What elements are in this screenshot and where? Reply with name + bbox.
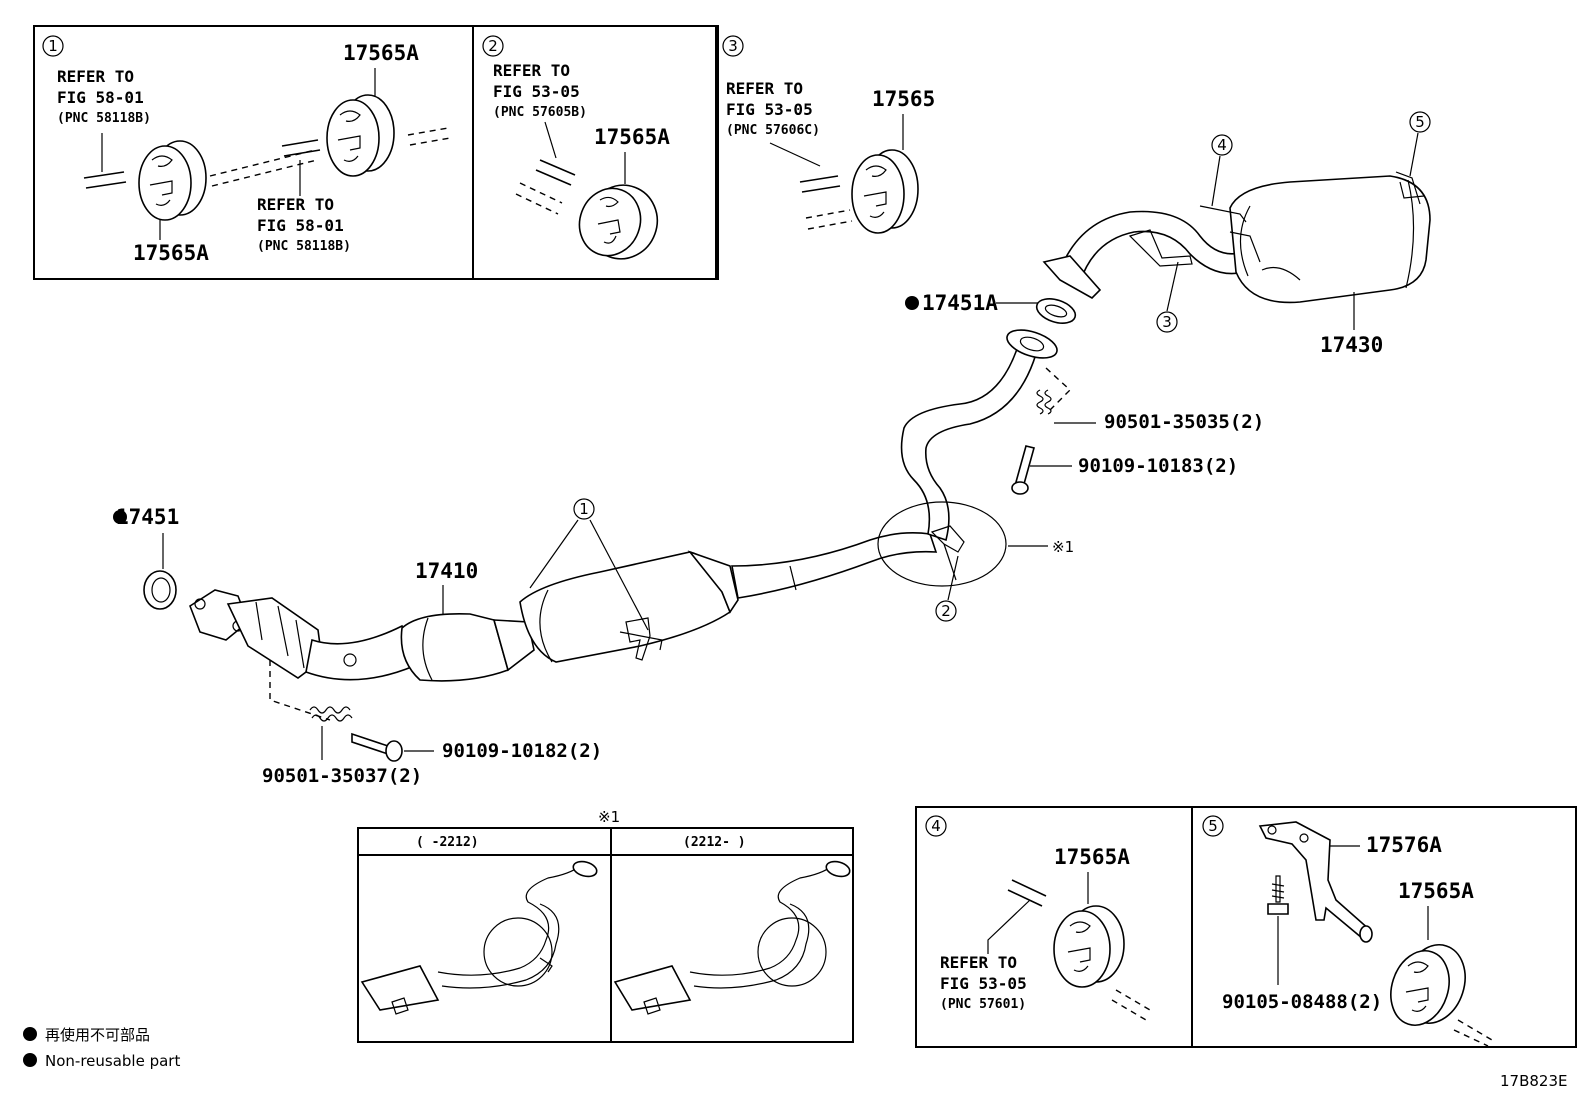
front-pipe-label: 17410 (415, 559, 478, 583)
inset-4-refer: REFER TO (940, 953, 1017, 972)
inset-group-bottom (915, 806, 1577, 1048)
inset-group-top (33, 25, 719, 280)
variant-left-cat (360, 965, 440, 1011)
inset-1-number: 1 (48, 37, 58, 55)
inset-2-part: 17565A (594, 125, 670, 149)
variant-box: ※1 ( -2212) (2212- ) (357, 808, 854, 1043)
callout-1-number: 1 (579, 500, 589, 518)
callout-2: 2 (935, 555, 959, 622)
callout-4-number: 4 (1217, 136, 1227, 154)
inset-3-refer-fig: FIG 53-05 (726, 100, 813, 119)
legend-jp: 再使用不可部品 (45, 1026, 150, 1044)
inset-4: 4 REFER TO FIG 53-05 (PNC 57601) 17565A (925, 815, 1151, 1021)
non-reusable-dot (113, 510, 127, 524)
rubber-hanger-1b (326, 94, 395, 177)
inset-2: 2 REFER TO FIG 53-05 (PNC 57605B) 17565A (482, 35, 670, 260)
inset-2-refer-fig: FIG 53-05 (493, 82, 580, 101)
inset-3-refer-pnc: (PNC 57606C) (726, 123, 820, 138)
inset-1-refer-b: REFER TO (257, 195, 334, 214)
muffler-label: 17430 (1320, 333, 1383, 357)
variant-note: ※1 (598, 808, 620, 826)
inset-5-number: 5 (1208, 817, 1218, 835)
legend: 再使用不可部品 Non-reusable part (23, 1026, 180, 1070)
non-reusable-dot-2 (905, 296, 919, 310)
gasket-rear: 17451A (905, 291, 1077, 324)
inset-4-refer-fig: FIG 53-05 (940, 974, 1027, 993)
callout-3: 3 (1156, 261, 1179, 333)
spring-rear-label: 90501-35035(2) (1104, 411, 1264, 433)
figure-id: 17B823E (1500, 1072, 1568, 1090)
inset-3: 3 REFER TO FIG 53-05 (PNC 57606C) 17565 (722, 35, 935, 234)
detail-note: ※1 (1052, 538, 1074, 556)
inset-5: 5 17576A 90105-08488(2) 17565A (1202, 815, 1493, 1047)
inset-1-refer-a: REFER TO (57, 67, 134, 86)
inset-1-part-top: 17565A (343, 41, 419, 65)
inset-4-part: 17565A (1054, 845, 1130, 869)
gasket-rear-label: 17451A (922, 291, 998, 315)
inset-5-part-a: 17576A (1366, 833, 1442, 857)
bolt-front-label: 90109-10182(2) (442, 740, 602, 762)
callout-1: 1 (529, 498, 649, 631)
inset-frame-top (33, 25, 719, 280)
inset-2-refer: REFER TO (493, 61, 570, 80)
inset-4-number: 4 (931, 817, 941, 835)
inset-1-part-bottom: 17565A (133, 241, 209, 265)
rubber-hanger-2 (578, 184, 659, 260)
variant-right-label: (2212- ) (683, 835, 746, 850)
bolt-rear-label: 90109-10183(2) (1078, 455, 1238, 477)
inset-5-part-b: 17565A (1398, 879, 1474, 903)
inset-3-part: 17565 (872, 87, 935, 111)
variant-right-cat (613, 965, 692, 1011)
legend-en: Non-reusable part (45, 1052, 180, 1070)
rubber-hanger-1a (138, 140, 207, 221)
front-fasteners: 90501-35037(2) 90109-10182(2) (262, 660, 602, 787)
callout-3-number: 3 (1162, 313, 1172, 331)
inset-1-refer-a-fig: FIG 58-01 (57, 88, 144, 107)
inset-2-refer-pnc: (PNC 57605B) (493, 105, 587, 120)
callout-5-number: 5 (1415, 113, 1425, 131)
detail-circle: ※1 (877, 501, 1074, 587)
muffler-assembly: 17430 (1042, 171, 1431, 357)
callout-2-number: 2 (941, 602, 951, 620)
legend-dot-jp (23, 1027, 37, 1041)
rubber-hanger-5 (1390, 944, 1466, 1026)
legend-dot-en (23, 1053, 37, 1067)
inset-2-number: 2 (488, 37, 498, 55)
inset-4-refer-pnc: (PNC 57601) (940, 997, 1026, 1012)
inset-1-refer-b-fig: FIG 58-01 (257, 216, 344, 235)
front-pipe-assembly: 17410 (189, 532, 938, 682)
rubber-hanger-4 (1053, 905, 1125, 988)
rubber-hanger-3 (851, 149, 919, 234)
callout-4: 4 (1211, 134, 1233, 207)
inset-1: 1 REFER TO FIG 58-01 (PNC 58118B) 17565A… (42, 35, 451, 265)
inset-1-refer-a-pnc: (PNC 58118B) (57, 111, 151, 126)
callout-5: 5 (1409, 111, 1431, 177)
inset-5-bolt: 90105-08488(2) (1222, 991, 1382, 1013)
rear-fasteners: 90501-35035(2) 90109-10183(2) (1011, 367, 1264, 495)
spring-front-label: 90501-35037(2) (262, 765, 422, 787)
gasket-front: 17451 (113, 505, 179, 610)
inset-3-refer: REFER TO (726, 79, 803, 98)
inset-1-refer-b-pnc: (PNC 58118B) (257, 239, 351, 254)
variant-left-label: ( -2212) (416, 835, 479, 850)
inset-3-number: 3 (728, 37, 738, 55)
